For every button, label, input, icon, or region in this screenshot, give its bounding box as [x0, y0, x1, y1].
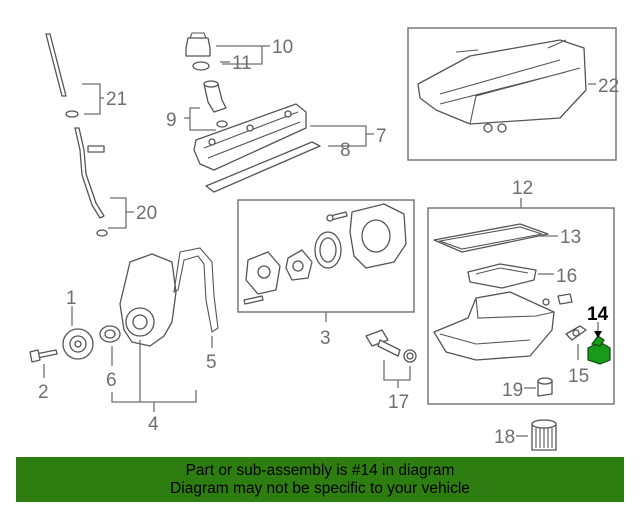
dipstick-tube-part: 20 — [74, 127, 157, 237]
callout-13: 13 — [560, 227, 581, 248]
callout-8: 8 — [340, 140, 351, 161]
callout-15: 15 — [568, 366, 589, 387]
callout-4: 4 — [148, 414, 159, 435]
callout-2: 2 — [38, 382, 49, 403]
notice-banner: Part or sub-assembly is #14 in diagram D… — [16, 457, 624, 502]
callout-22: 22 — [598, 76, 619, 97]
engine-cover-box — [407, 27, 617, 161]
callout-19: 19 — [502, 380, 523, 401]
oil-pan-part: 12 13 16 15 19 14 — [427, 178, 615, 405]
callout-21: 21 — [106, 89, 127, 110]
callout-17: 17 — [388, 392, 409, 413]
callout-1: 1 — [66, 288, 77, 309]
valve-cover-part: 7 8 — [193, 103, 387, 193]
notice-line-2: Diagram may not be specific to your vehi… — [170, 480, 470, 497]
callout-12: 12 — [512, 178, 533, 199]
callout-10: 10 — [272, 37, 293, 58]
oil-pump-part: 3 — [237, 199, 415, 349]
callout-18: 18 — [494, 427, 515, 448]
callout-14: 14 — [587, 304, 609, 325]
callout-20: 20 — [136, 203, 157, 224]
notice-line-1: Part or sub-assembly is #14 in diagram — [185, 462, 455, 479]
callout-9: 9 — [166, 110, 177, 131]
callout-5: 5 — [206, 352, 217, 373]
oil-fill-tube-part: 9 — [166, 80, 228, 131]
callout-6: 6 — [106, 370, 117, 391]
dipstick-part: 21 — [45, 33, 127, 118]
callout-3: 3 — [320, 328, 331, 349]
callout-7: 7 — [376, 126, 387, 147]
engine-cover-part: 22 — [407, 27, 619, 161]
front-cover-part: 1 2 6 5 4 — [29, 247, 219, 435]
highlighted-part-14[interactable]: 14 — [587, 304, 611, 365]
oil-filter-part: 18 — [494, 419, 557, 451]
callout-11: 11 — [232, 53, 252, 74]
oil-line-fitting-part: 17 — [365, 329, 417, 413]
oil-cap-part: 10 11 — [185, 32, 293, 74]
callout-16: 16 — [556, 266, 577, 287]
